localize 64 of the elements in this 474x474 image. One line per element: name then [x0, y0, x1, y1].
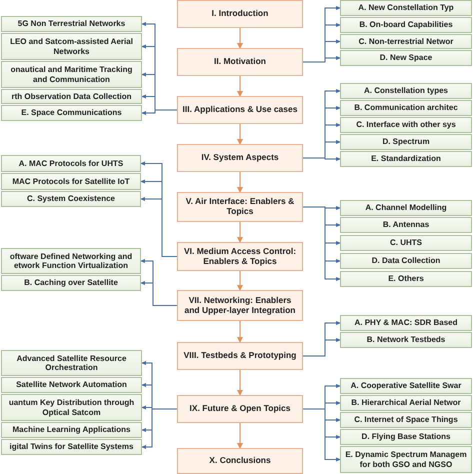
connector-arrow: [140, 281, 178, 306]
subsection-box: oftware Defined Networking and etwork Function Virtualization: [1, 248, 141, 274]
section-box: II. Motivation: [177, 48, 303, 76]
subsection-box: B. Communication architec: [340, 100, 472, 116]
connector-arrow: [237, 320, 243, 343]
connector-arrow: [237, 422, 243, 449]
connector-arrow: [237, 124, 243, 145]
subsection-box: B. Antennas: [340, 217, 472, 233]
section-box: IX. Future & Open Topics: [177, 395, 303, 423]
connector-arrow: [237, 370, 243, 396]
subsection-box: A. Channel Modelling: [340, 200, 472, 216]
subsection-box: igital Twins for Satellite Systems: [1, 439, 142, 455]
section-box: I. Introduction: [177, 0, 303, 28]
connector-arrow: [302, 56, 341, 62]
subsection-box: C. UHTS: [340, 235, 472, 251]
subsection-box: E. Space Communications: [1, 105, 142, 121]
connector-arrow: [237, 172, 243, 193]
subsection-box: A. Constellation types: [340, 83, 472, 99]
connector-arrow: [302, 206, 341, 281]
subsection-box: 5G Non Terrestrial Networks: [1, 16, 142, 32]
section-box: VII. Networking: Enablers and Upper-layer Integration: [177, 290, 303, 321]
subsection-box: onautical and Maritime Tracking and Communication: [1, 61, 142, 88]
subsection-box: E. Dynamic Spectrum Managem for both GSO and NGSO: [340, 446, 472, 473]
subsection-box: A. Cooperative Satellite Swar: [340, 378, 472, 394]
subsection-box: Satellite Network Automation: [1, 377, 142, 393]
subsection-box: MAC Protocols for Satellite IoT: [1, 173, 141, 190]
subsection-box: C. System Coexistence: [1, 191, 141, 207]
subsection-box: D. New Space: [340, 50, 472, 66]
section-box: VI. Medium Access Control: Enablers & Topics: [177, 242, 303, 271]
subsection-box: rth Observation Data Collection: [1, 89, 142, 104]
subsection-box: D. Spectrum: [340, 134, 472, 150]
connector-arrow: [237, 222, 243, 243]
section-box: IV. System Aspects: [177, 144, 303, 172]
subsection-box: C. Interface with other sys: [340, 117, 472, 133]
connector-arrow: [302, 157, 341, 161]
subsection-box: LEO and Satcom-assisted Aerial Networks: [1, 33, 142, 60]
connector-arrow: [302, 408, 341, 462]
subsection-box: A. MAC Protocols for UHTS: [1, 155, 141, 172]
connector-arrow: [237, 76, 243, 97]
connector-arrow: [140, 197, 178, 257]
subsection-box: B. Network Testbeds: [340, 332, 472, 348]
subsection-box: C. Non-terrestrial Networ: [340, 34, 472, 49]
subsection-box: D. Data Collection: [340, 253, 472, 269]
subsection-box: E. Standardization: [340, 151, 472, 167]
subsection-box: E. Others: [340, 271, 472, 287]
connector-arrow: [237, 270, 243, 291]
subsection-box: A. New Constellation Typ: [340, 0, 472, 16]
subsection-box: D. Flying Base Stations: [340, 429, 472, 445]
subsection-box: B. On-board Capabilities: [340, 17, 472, 33]
section-box: VIII. Testbeds & Prototyping: [177, 342, 303, 370]
connector-arrow: [141, 408, 178, 449]
subsection-box: Machine Learning Applications: [1, 422, 142, 438]
subsection-box: Advanced Satellite Resource Orchestration: [1, 350, 142, 376]
connector-arrow: [141, 110, 178, 115]
subsection-box: uantum Key Distribution through Optical Satcom: [1, 394, 142, 421]
connector-arrow: [237, 28, 243, 49]
connector-arrow: [302, 338, 341, 356]
subsection-box: B. Caching over Satellite: [1, 275, 141, 291]
section-box: X. Conclusions: [177, 448, 303, 474]
section-box: III. Applications & Use cases: [177, 96, 303, 124]
section-box: V. Air Interface: Enablers & Topics: [177, 192, 303, 222]
subsection-box: A. PHY & MAC: SDR Based: [340, 315, 472, 331]
subsection-box: B. Hierarchical Aerial Networ: [340, 395, 472, 411]
subsection-box: C. Internet of Space Things: [340, 412, 472, 428]
